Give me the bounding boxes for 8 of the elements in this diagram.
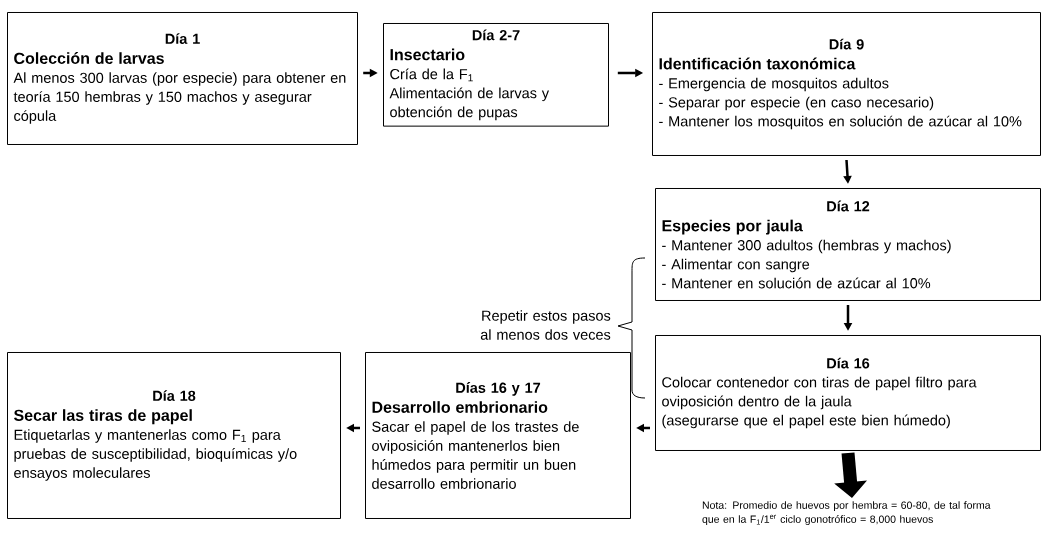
process-box: Día 16 Colocar contenedor con tiras de papel filtro para oviposición dentro de la jaula (asegurarse que el papel este bien húmedo) (655, 335, 1041, 451)
process-box: Día 2-7 Insectario Cría de la F$_{1}$ Alimentación de larvas y obtención de pupas (383, 23, 609, 127)
process-box: Días 16 y 17 Desarrollo embrionario Sacar el papel de los trastes de oviposición mantenerlos bien húmedos para permitir un buen desarrollo embrionario (365, 352, 631, 519)
process-box: Día 1 Colección de larvas Al menos 300 larvas (por especie) para obtener en teoría 150 hembras y 150 machos y asegurar cópula (7, 12, 358, 145)
process-box: Día 18 Secar las tiras de papel Etiquetarlas y mantenerlas como F$_{1}$ para pruebas de susceptibilidad, bioquímicas y/o ensayos moleculares (7, 352, 341, 519)
note-text: Nota: Promedio de huevos por hembra = 60-80, de tal forma que en la F$_{1}$/1$^{er}$ ciclo gonotrófico = 8,000 huevos (702, 501, 991, 525)
process-box: Día 9 Identificación taxonómica - Emergencia de mosquitos adultos - Separar por especie (en caso necesario) - Mantener los mosquitos en solución de azúcar al 10% (652, 12, 1041, 156)
process-box: Día 12 Especies por jaula - Mantener 300 adultos (hembras y machos) - Alimentar con sangre - Mantener en solución de azúcar al 10% (655, 188, 1041, 301)
